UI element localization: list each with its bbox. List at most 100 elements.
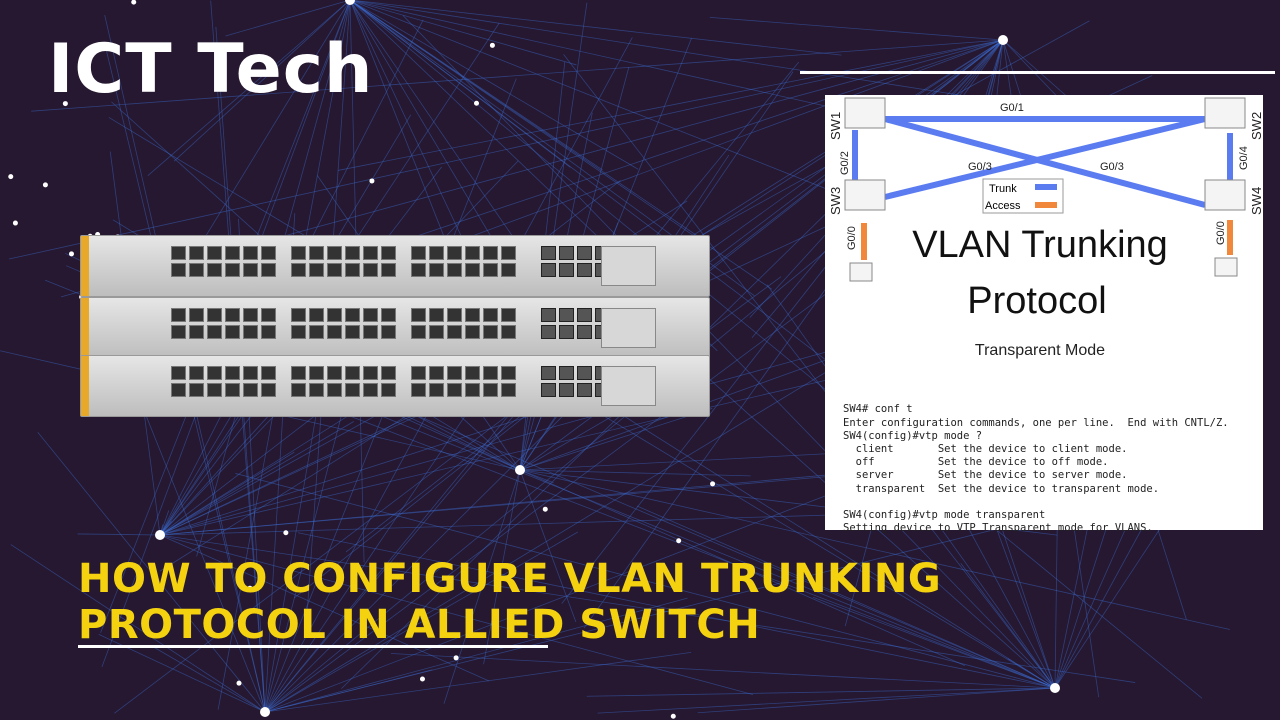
network-line <box>443 469 521 704</box>
svg-text:Access: Access <box>985 200 1021 212</box>
network-node <box>542 506 548 512</box>
network-line <box>349 0 571 168</box>
network-line <box>960 563 1056 689</box>
network-line <box>77 533 161 536</box>
network-node <box>260 707 270 717</box>
svg-text:G0/0: G0/0 <box>1215 221 1227 245</box>
vtp-diagram-card: SW1 SW2 SW3 SW4 G0/1 G0/2 G0/3 G0/3 G0/4… <box>825 95 1264 534</box>
network-line <box>586 687 1056 697</box>
svg-text:G0/0: G0/0 <box>846 226 858 250</box>
switch-console-panel <box>601 366 656 406</box>
switch-icon <box>844 97 886 129</box>
diagram-title-line2: Protocol <box>967 280 1106 322</box>
network-line <box>225 0 351 37</box>
network-line <box>349 0 861 203</box>
network-node <box>62 101 68 107</box>
network-line <box>159 421 354 536</box>
network-line <box>264 459 918 713</box>
switch-unit <box>80 355 710 417</box>
network-line <box>709 16 1004 41</box>
network-line <box>349 0 603 171</box>
network-node <box>489 42 495 48</box>
network-line <box>264 651 692 713</box>
network-line <box>519 469 751 477</box>
network-node <box>453 655 459 661</box>
trunk-link <box>884 116 1206 208</box>
network-line <box>349 0 1203 699</box>
network-node <box>247 585 253 591</box>
network-line <box>159 534 1136 683</box>
computer-icon <box>849 262 873 282</box>
network-line <box>10 544 266 713</box>
network-line <box>1007 658 1056 689</box>
network-line <box>519 469 577 623</box>
switch-console-panel <box>601 246 656 286</box>
network-line <box>597 687 1056 714</box>
network-node <box>998 35 1008 45</box>
svg-text:SW1: SW1 <box>828 112 843 140</box>
network-line <box>519 469 966 667</box>
bottom-divider <box>78 645 548 648</box>
network-node <box>12 220 18 226</box>
switch-icon <box>844 179 886 211</box>
svg-text:G0/1: G0/1 <box>1000 102 1024 114</box>
network-line <box>37 432 266 713</box>
channel-title: ICT Tech <box>48 30 374 109</box>
svg-text:G0/4: G0/4 <box>1238 146 1250 170</box>
svg-text:G0/3: G0/3 <box>968 161 992 173</box>
network-line <box>264 358 848 713</box>
trunk-link <box>884 116 1206 200</box>
switch-icon <box>1204 97 1246 129</box>
network-line <box>159 534 490 682</box>
network-line <box>159 534 754 696</box>
network-line <box>8 39 1004 260</box>
network-line <box>402 15 1056 689</box>
network-node <box>8 174 14 180</box>
network-line <box>256 379 1056 689</box>
network-node <box>1050 683 1060 693</box>
svg-text:SW2: SW2 <box>1249 112 1263 140</box>
network-node <box>710 481 716 487</box>
network-node <box>670 713 676 719</box>
network-line <box>349 0 701 239</box>
network-node <box>68 251 74 257</box>
network-line <box>159 398 585 536</box>
network-node <box>42 182 48 188</box>
network-line <box>563 54 1056 689</box>
switch-unit <box>80 235 710 297</box>
network-line <box>1054 519 1130 689</box>
network-line <box>519 469 1230 630</box>
svg-text:SW4: SW4 <box>1249 187 1263 215</box>
network-line <box>349 0 861 115</box>
svg-text:G0/3: G0/3 <box>1100 161 1124 173</box>
network-node <box>369 178 375 184</box>
switch-console-panel <box>601 308 656 348</box>
svg-text:SW3: SW3 <box>828 187 843 215</box>
legend: Trunk Access <box>982 178 1064 214</box>
computer-icon <box>1214 257 1238 277</box>
network-line <box>264 531 578 713</box>
network-line <box>264 597 688 713</box>
network-line <box>159 451 295 536</box>
network-line <box>173 0 351 162</box>
switch-icon <box>1204 179 1246 211</box>
network-node <box>155 530 165 540</box>
network-node <box>345 0 355 5</box>
network-node <box>474 100 480 106</box>
network-line <box>349 0 577 66</box>
network-line <box>519 407 713 471</box>
network-line <box>519 469 554 484</box>
network-line <box>147 0 351 176</box>
network-node <box>236 680 242 686</box>
diagram-subtitle: Transparent Mode <box>975 342 1105 359</box>
network-line <box>636 505 1056 689</box>
network-line <box>31 39 1004 112</box>
top-divider <box>800 71 1275 74</box>
network-node <box>676 538 682 544</box>
vtp-topology-diagram: SW1 SW2 SW3 SW4 G0/1 G0/2 G0/3 G0/3 G0/4… <box>828 97 1264 359</box>
network-node <box>283 530 289 536</box>
network-node <box>131 0 137 5</box>
network-line <box>950 39 1004 96</box>
network-line <box>337 39 1004 171</box>
